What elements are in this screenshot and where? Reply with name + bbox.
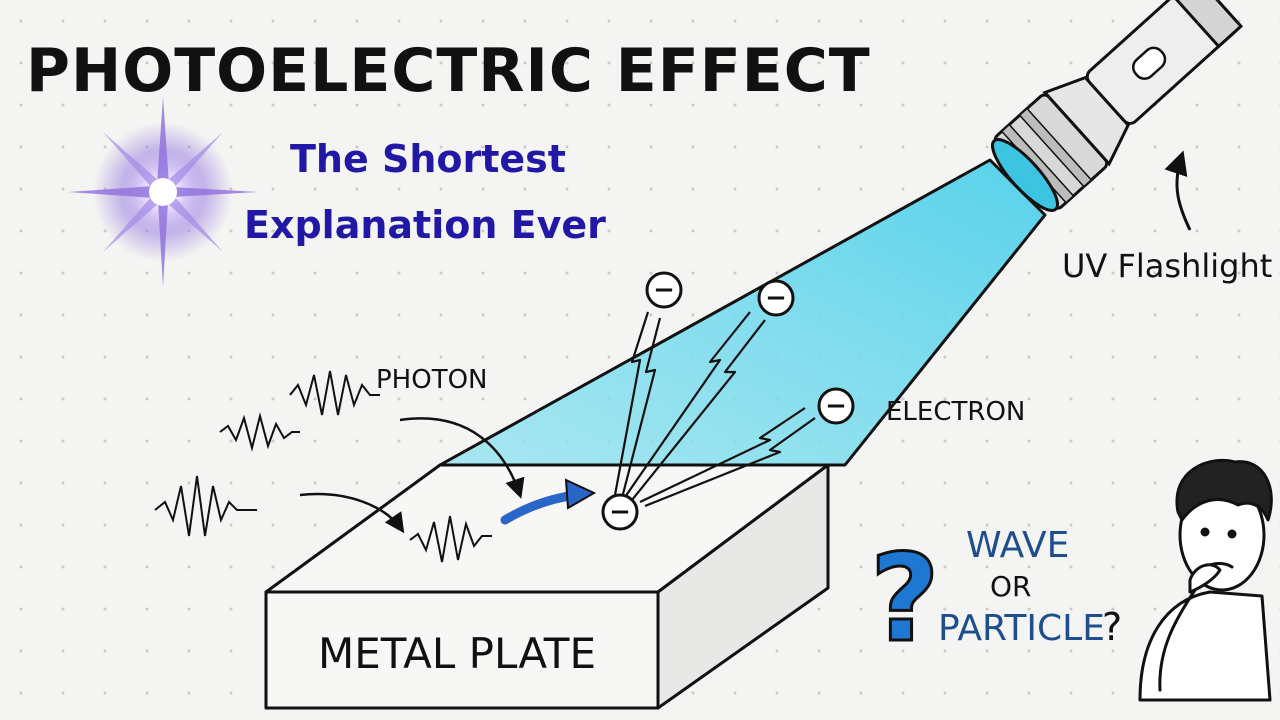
plate-label: METAL PLATE bbox=[318, 629, 596, 678]
flashlight-label: UV Flashlight bbox=[1062, 247, 1272, 285]
metal-plate bbox=[264, 463, 830, 710]
page-title: PHOTOELECTRIC EFFECT bbox=[26, 36, 871, 106]
subtitle-line-1: The Shortest bbox=[290, 137, 566, 181]
flashlight-arrow bbox=[1164, 150, 1192, 231]
particle-label: PARTICLE bbox=[938, 608, 1105, 649]
electron-icon-1: − bbox=[645, 271, 683, 309]
particle-question-mark: ? bbox=[1102, 605, 1122, 649]
svg-text:−: − bbox=[609, 497, 631, 527]
electron-icon-3: − bbox=[817, 387, 855, 425]
photon-arrows bbox=[299, 417, 597, 534]
electron-icon-2: − bbox=[757, 279, 795, 317]
photon-label: PHOTON bbox=[376, 365, 488, 395]
subtitle-line-2: Explanation Ever bbox=[244, 203, 606, 247]
photon-wave-icon bbox=[154, 370, 492, 563]
thinking-person-icon bbox=[1138, 458, 1273, 702]
svg-text:−: − bbox=[825, 391, 847, 421]
electron-icon-plate: − bbox=[601, 493, 639, 531]
electron-streaks bbox=[613, 311, 816, 508]
electron-label: ELECTRON bbox=[886, 397, 1025, 427]
svg-text:−: − bbox=[765, 283, 787, 313]
svg-text:−: − bbox=[653, 275, 675, 305]
flashlight-icon bbox=[991, 0, 1244, 212]
question-mark-icon: ? bbox=[870, 530, 940, 669]
wave-label: WAVE bbox=[966, 525, 1069, 566]
sparkle-icon bbox=[68, 97, 258, 287]
or-label: OR bbox=[990, 570, 1032, 603]
